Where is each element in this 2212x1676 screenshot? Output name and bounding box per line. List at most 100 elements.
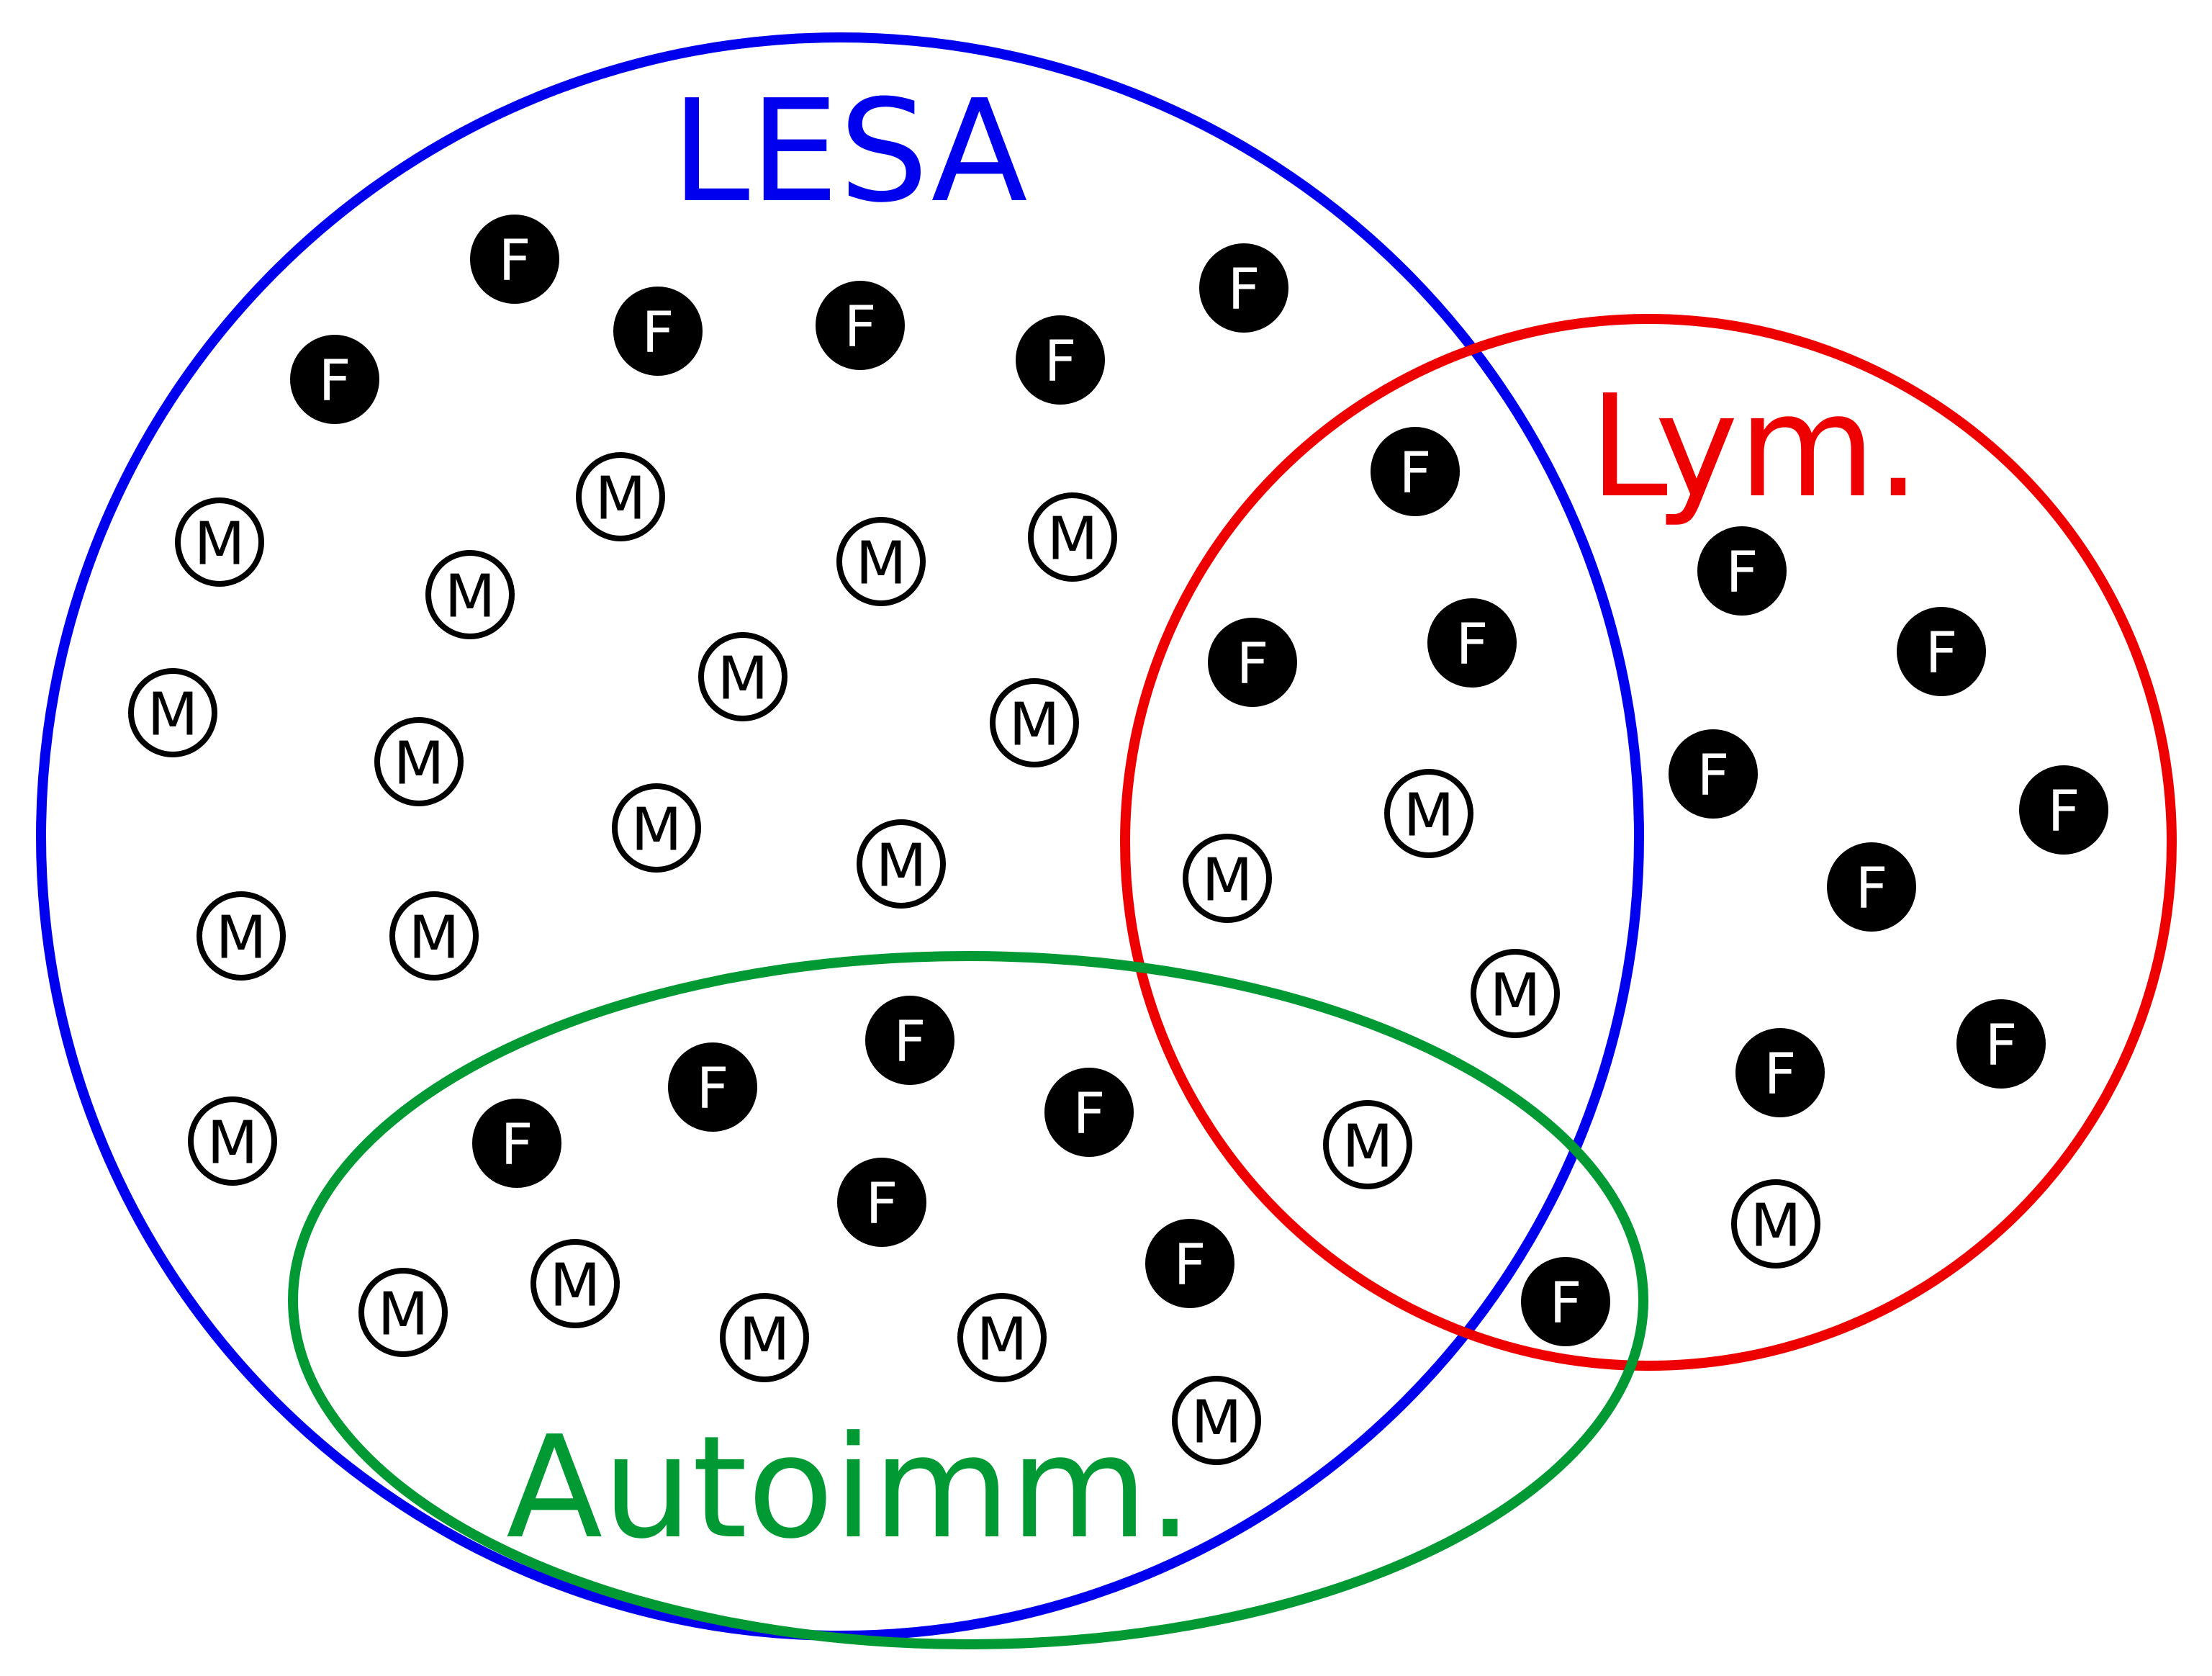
male-marker-lesa_only: M [425,550,515,639]
marker-letter: M [977,1306,1028,1374]
marker-letter: M [595,465,646,533]
female-marker-lesa_only: F [1016,315,1105,405]
male-marker-lesa_only: M [990,678,1079,767]
marker-letter: F [1228,258,1260,323]
male-marker-lesa_autoimm: M [957,1293,1047,1382]
marker-circle [1384,769,1473,858]
female-marker-lesa_only: F [290,335,379,424]
marker-letter: M [216,904,267,973]
female-marker-lesa_autoimm: F [865,996,954,1085]
autoimm-set-ellipse [288,951,1648,1649]
male-marker-lesa_only: M [1028,492,1117,582]
female-marker-lesa_lym: F [1371,427,1460,516]
marker-circle [1208,618,1297,707]
marker-letter: M [739,1306,790,1374]
marker-letter: F [1456,613,1489,677]
marker-circle [865,996,954,1085]
marker-letter: F [499,229,531,294]
female-marker-lesa_autoimm: F [472,1099,561,1188]
male-marker-lesa_only: M [1172,1376,1261,1465]
marker-circle [197,891,286,981]
marker-letter: F [1237,632,1269,697]
marker-letter: F [501,1113,533,1178]
marker-letter: M [1490,962,1541,1030]
marker-circle [2019,765,2108,855]
marker-circle [175,497,264,587]
marker-circle [1669,729,1758,819]
female-marker-lesa_lym: F [1208,618,1297,707]
male-marker-lesa_only: M [374,717,464,806]
marker-letter: M [856,530,907,598]
marker-circle [472,1099,561,1188]
marker-circle [425,550,515,639]
marker-letter: F [1856,857,1888,922]
female-marker-lesa_lym: F [1427,598,1517,688]
female-marker-lym_only: F [1956,999,2046,1089]
marker-letter: F [1174,1233,1206,1298]
marker-letter: M [394,730,445,798]
female-marker-lym_autoimm: F [1521,1257,1610,1346]
female-marker-lesa_only: F [816,281,905,370]
autoimm-set-label: Autoimm. [506,1406,1193,1570]
marker-circle [470,215,559,304]
female-marker-lesa_only: F [613,287,703,376]
marker-letter: M [148,681,199,749]
marker-letter: M [445,563,496,631]
marker-circle [1897,607,1986,696]
marker-letter: F [1697,744,1730,808]
marker-circle [836,517,926,606]
marker-circle [1044,1068,1134,1157]
female-marker-lym_only: F [1669,729,1758,819]
marker-letter: M [631,796,682,865]
marker-circle [857,819,946,909]
female-marker-lesa_autoimm: F [668,1042,757,1132]
marker-circle [128,668,217,757]
male-marker-lym_only: M [1731,1179,1820,1269]
male-marker-lesa_autoimm: M [531,1239,620,1328]
male-marker-lesa_only: M [612,783,701,873]
male-marker-lesa_lym: M [1384,769,1473,858]
marker-circle [816,281,905,370]
lym-set-circle [1120,314,2177,1371]
marker-circle [612,783,701,873]
marker-circle [1028,492,1117,582]
marker-circle [1827,842,1916,932]
lesa-set-label: LESA [671,70,1027,234]
marker-circle [290,335,379,424]
female-marker-lym_only: F [1697,526,1787,616]
marker-circle [1183,834,1272,923]
female-marker-lesa_autoimm: F [837,1158,926,1247]
marker-letter: F [697,1057,729,1122]
female-marker-lesa_autoimm: F [1145,1219,1234,1308]
marker-circle [957,1293,1047,1382]
male-marker-lesa_only: M [197,891,286,981]
marker-circle [698,632,787,721]
female-marker-lesa_only: F [1199,243,1288,333]
marker-circle [374,717,464,806]
marker-letter: M [718,645,769,713]
marker-circle [389,891,479,981]
marker-circle [720,1293,809,1382]
marker-circle [1471,949,1560,1038]
marker-circle [1956,999,2046,1089]
marker-circle [1427,598,1517,688]
marker-letter: F [2048,780,2080,844]
marker-letter: M [1342,1113,1394,1181]
marker-circle [837,1158,926,1247]
male-marker-lesa_lym: M [1471,949,1560,1038]
male-marker-lesa_autoimm: M [720,1293,809,1382]
marker-letter: F [1726,541,1759,605]
marker-letter: M [1191,1389,1242,1457]
marker-circle [1145,1219,1234,1308]
marker-letter: F [844,295,877,360]
male-marker-lesa_only: M [857,819,946,909]
marker-circle [1735,1028,1825,1117]
marker-letter: F [894,1010,926,1075]
female-marker-lesa_autoimm: F [1044,1068,1134,1157]
marker-circle [613,287,703,376]
marker-letter: M [1404,782,1455,850]
marker-letter: M [876,832,927,901]
female-marker-lym_only: F [2019,765,2108,855]
male-marker-lesa_only: M [576,452,665,541]
